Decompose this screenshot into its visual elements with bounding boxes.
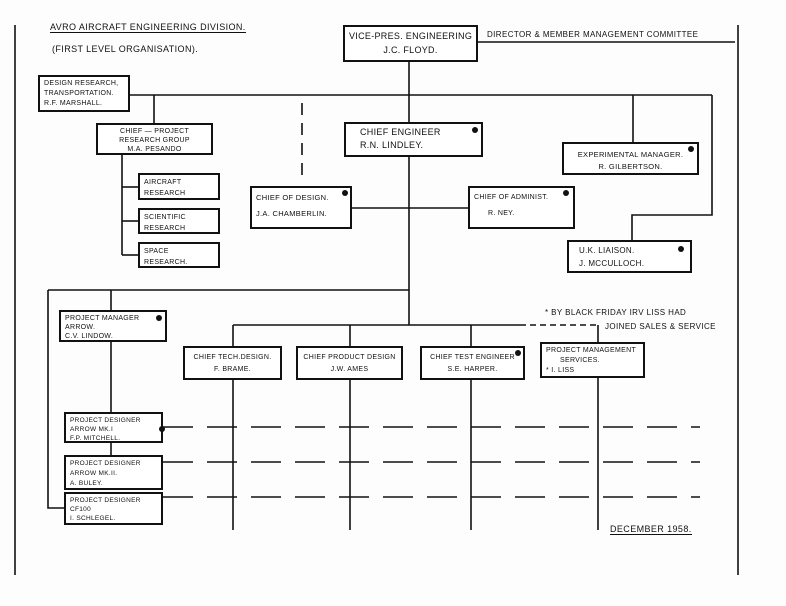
- box-title: Vice-Pres. Engineering: [349, 31, 473, 41]
- box-title: Chief — Project: [119, 128, 190, 135]
- box-person: I. Schlegel.: [70, 515, 116, 522]
- box-title: Design Research,: [44, 80, 119, 87]
- chart-date: December 1958.: [610, 524, 692, 535]
- box-title: Project Designer: [70, 417, 141, 424]
- box-title: Research Group: [119, 137, 190, 144]
- box-person: M.A. Pesando: [127, 146, 182, 153]
- director-note: Director & Member Management Committee: [487, 30, 699, 39]
- box-title: Arrow Mk.I: [70, 426, 114, 433]
- marker-dot: [472, 127, 478, 133]
- box-person: * I. Liss: [546, 367, 575, 374]
- footnote-line-2: Joined Sales & Service: [605, 322, 716, 331]
- marker-dot: [515, 350, 521, 356]
- box-title: Chief Tech.Design.: [193, 354, 272, 361]
- box-project-designer-cf100: Project DesignerCF100 I. Schlegel.: [64, 492, 163, 525]
- box-chief-engineer: Chief EngineerR.N. Lindley.: [344, 122, 483, 157]
- box-project-designer-mk1: Project DesignerArrow Mk.I F.P. Mitchell.: [64, 412, 165, 443]
- chart-subtitle: (First Level Organisation).: [52, 44, 199, 54]
- box-title: Scientific: [144, 214, 186, 221]
- box-title: Transportation.: [44, 90, 114, 97]
- box-title: Arrow.: [65, 324, 96, 331]
- box-person: R.F. Marshall.: [44, 100, 103, 107]
- box-space-research: SpaceResearch.: [138, 242, 220, 268]
- marker-dot: [688, 146, 694, 152]
- footnote-line-1: * By Black Friday Irv Liss Had: [545, 308, 687, 317]
- marker-dot: [563, 190, 569, 196]
- box-title: Chief Engineer: [360, 127, 441, 137]
- box-project-designer-mk2: Project DesignerArrow Mk.II. A. Buley.: [64, 455, 163, 490]
- box-title: Experimental Manager.: [577, 150, 684, 159]
- box-person: R. Gilbertson.: [598, 162, 663, 171]
- box-person: J.A. Chamberlin.: [256, 209, 328, 218]
- box-title: Project Designer: [70, 460, 141, 467]
- box-vp-engineering: Vice-Pres. EngineeringJ.C. Floyd.: [343, 25, 478, 62]
- box-chief-design: Chief of Design. J.A. Chamberlin.: [250, 186, 352, 229]
- marker-dot: [156, 315, 162, 321]
- box-person: F.P. Mitchell.: [70, 435, 121, 442]
- marker-dot: [342, 190, 348, 196]
- box-title: CF100: [70, 506, 92, 513]
- box-title: Research.: [144, 259, 188, 266]
- box-person: J.W. Ames: [330, 366, 369, 373]
- box-chief-product-design: Chief Product DesignJ.W. Ames: [296, 346, 403, 380]
- box-person: J.C. Floyd.: [383, 45, 438, 55]
- marker-dot: [678, 246, 684, 252]
- box-aircraft-research: AircraftResearch: [138, 173, 220, 200]
- box-project-research: Chief — ProjectResearch GroupM.A. Pesand…: [96, 123, 213, 155]
- box-person: R.N. Lindley.: [360, 140, 424, 150]
- box-title: Aircraft: [144, 179, 182, 186]
- marker-dot: [159, 426, 165, 432]
- box-title: Chief Product Design: [303, 354, 396, 361]
- box-title: Project Designer: [70, 497, 141, 504]
- box-person: R. Ney.: [488, 210, 515, 217]
- box-project-management-services: Project ManagementServices. * I. Liss: [540, 342, 645, 378]
- box-chief-admin: Chief of Administ. R. Ney.: [468, 186, 575, 229]
- box-title: Research: [144, 225, 186, 232]
- box-title: Project Manager: [65, 315, 140, 322]
- box-title: Services.: [560, 357, 600, 364]
- box-person: J. McCulloch.: [579, 259, 645, 268]
- uk-link: [631, 95, 713, 240]
- box-person: A. Buley.: [70, 480, 103, 487]
- box-person: S.E. Harper.: [447, 366, 498, 373]
- box-title: U.K. Liaison.: [579, 246, 635, 255]
- box-chief-test-engineer: Chief Test EngineerS.E. Harper.: [420, 346, 525, 380]
- box-person: F. Brame.: [214, 366, 251, 373]
- box-project-manager-arrow: Project ManagerArrow. C.V. Lindow.: [59, 310, 167, 342]
- box-design-research: Design Research, Transportation. R.F. Mars…: [38, 75, 130, 112]
- box-title: Space: [144, 248, 169, 255]
- box-person: C.V. Lindow.: [65, 333, 114, 340]
- box-title: Arrow Mk.II.: [70, 470, 118, 477]
- box-title: Chief Test Engineer: [430, 354, 515, 361]
- box-title: Chief of Design.: [256, 193, 329, 202]
- box-chief-tech-design: Chief Tech.Design. F. Brame.: [183, 346, 282, 380]
- box-title: Research: [144, 190, 186, 197]
- chart-title: Avro Aircraft Engineering Division.: [50, 22, 246, 33]
- box-scientific-research: ScientificResearch: [138, 208, 220, 234]
- box-title: Project Management: [546, 347, 637, 354]
- box-title: Chief of Administ.: [474, 194, 549, 201]
- box-uk-liaison: U.K. Liaison. J. McCulloch.: [567, 240, 692, 273]
- box-experimental-manager: Experimental Manager. R. Gilbertson.: [562, 142, 699, 175]
